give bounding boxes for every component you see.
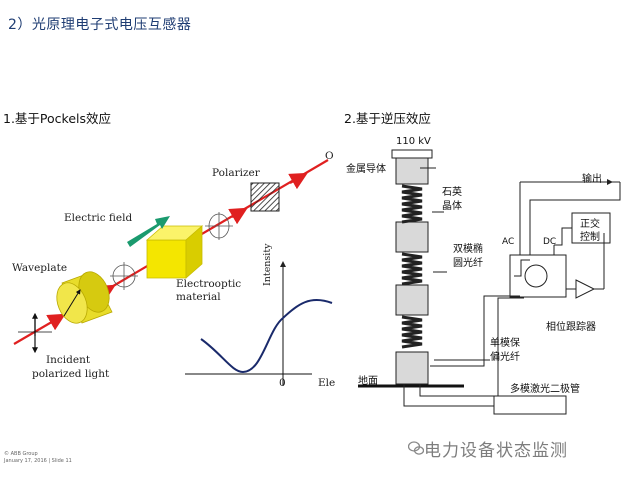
- label-laser-diode: 多模激光二极管: [510, 384, 580, 395]
- label-incident: Incident: [46, 354, 91, 366]
- label-quartz-1: 石英: [442, 187, 462, 198]
- intensity-plot: [185, 261, 333, 386]
- quartz-crystal-stack: [395, 157, 429, 385]
- fiber-coils: [401, 184, 423, 349]
- label-waveplate: Waveplate: [12, 262, 68, 274]
- label-quadrature-2: 控制: [580, 232, 600, 243]
- label-material: material: [176, 291, 221, 303]
- wechat-icon: [408, 441, 424, 455]
- section-pockels-title: 1.基于Pockels效应: [3, 111, 112, 126]
- laser-diode-box: [493, 395, 567, 415]
- label-single-fiber-2: 偏光纤: [490, 352, 520, 363]
- label-conductor: 金属导体: [346, 164, 386, 175]
- footer-copyright: © ABB Group: [4, 451, 38, 457]
- waveplate-cylinder: [56, 271, 113, 324]
- page-title: 2）光原理电子式电压互感器: [8, 17, 192, 33]
- label-ac: AC: [502, 237, 515, 247]
- label-dual-fiber-2: 圆光纤: [453, 258, 483, 269]
- label-polarizer: Polarizer: [212, 167, 260, 179]
- polarization-symbol-incident: [18, 312, 52, 354]
- label-polarized-light: polarized light: [32, 368, 110, 380]
- conductor-bar: [391, 149, 433, 159]
- label-quadrature-1: 正交: [580, 219, 600, 230]
- polarization-marker-2: [205, 212, 233, 240]
- label-output: 输出: [582, 174, 602, 185]
- plot-zero-tick: 0: [279, 377, 286, 389]
- label-quartz-2: 晶体: [442, 201, 462, 212]
- label-electric-field: Electric field: [64, 212, 133, 224]
- label-electrooptic: Electrooptic: [176, 278, 242, 290]
- footer-date: January 17, 2016 | Slide 11: [4, 458, 72, 464]
- label-voltage: 110 kV: [396, 136, 431, 147]
- polarization-marker-1: [110, 262, 138, 290]
- phase-tracker: [509, 181, 621, 299]
- section-inverse-piezo-title: 2.基于逆压效应: [344, 111, 431, 126]
- label-dc: DC: [543, 237, 557, 247]
- plot-xlabel: Ele: [318, 377, 336, 389]
- label-single-fiber-1: 单模保: [490, 338, 520, 349]
- plot-ylabel: Intensity: [262, 243, 273, 286]
- label-output-o: O: [325, 150, 334, 162]
- electric-field-arrow: [127, 216, 170, 247]
- polarizer: [250, 182, 280, 212]
- electrooptic-crystal: [145, 225, 204, 279]
- label-dual-fiber-1: 双模椭: [453, 244, 483, 255]
- watermark-text: 电力设备状态监测: [424, 441, 568, 461]
- label-ground: 地面: [358, 376, 378, 387]
- intensity-curve: [200, 299, 333, 374]
- label-phase-tracker: 相位跟踪器: [546, 322, 596, 333]
